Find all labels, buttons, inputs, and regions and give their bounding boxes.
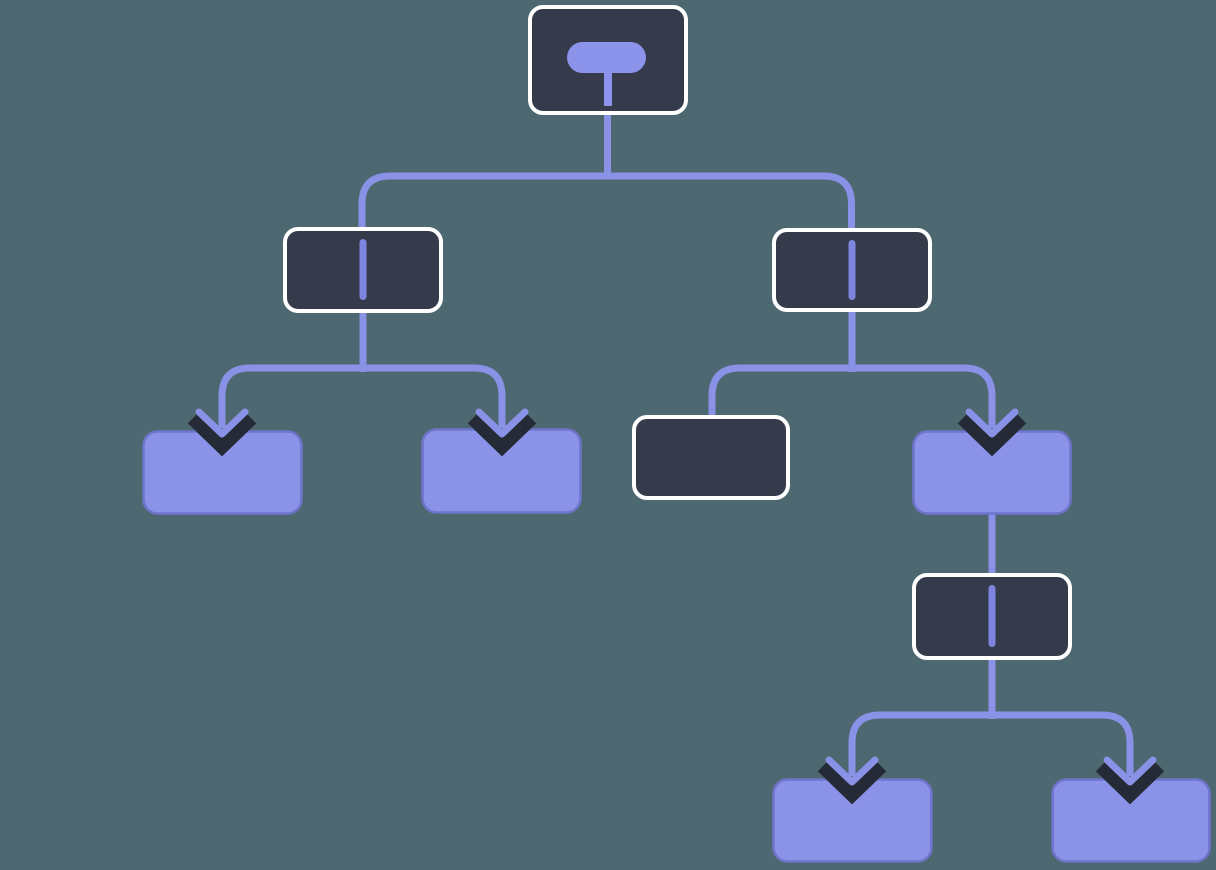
vertical-line-icon xyxy=(359,239,367,300)
arrow-target-icon xyxy=(467,408,537,457)
arrow-target-icon xyxy=(1095,756,1165,805)
vertical-line-icon xyxy=(988,585,996,647)
edge-branch-left-crossbar xyxy=(218,364,506,428)
edge-root-crossbar xyxy=(358,172,855,228)
node-plain[interactable] xyxy=(632,415,790,500)
node-branch-lower[interactable] xyxy=(912,573,1072,660)
edge-branch-lower-crossbar xyxy=(848,711,1134,776)
node-root[interactable] xyxy=(528,5,688,115)
node-branch-left[interactable] xyxy=(283,227,443,313)
edge-branch-right-crossbar xyxy=(708,364,996,428)
arrow-target-icon xyxy=(187,408,257,457)
arrow-target-icon xyxy=(957,408,1027,457)
arrow-target-icon xyxy=(817,756,887,805)
vertical-line-icon xyxy=(848,240,856,300)
node-branch-right[interactable] xyxy=(772,228,932,312)
edges-layer xyxy=(218,100,1134,776)
root-pill-icon xyxy=(567,42,646,106)
arrowheads-layer xyxy=(187,408,1165,805)
node-plain-box[interactable] xyxy=(632,415,790,500)
nodes-layer xyxy=(142,5,1211,863)
